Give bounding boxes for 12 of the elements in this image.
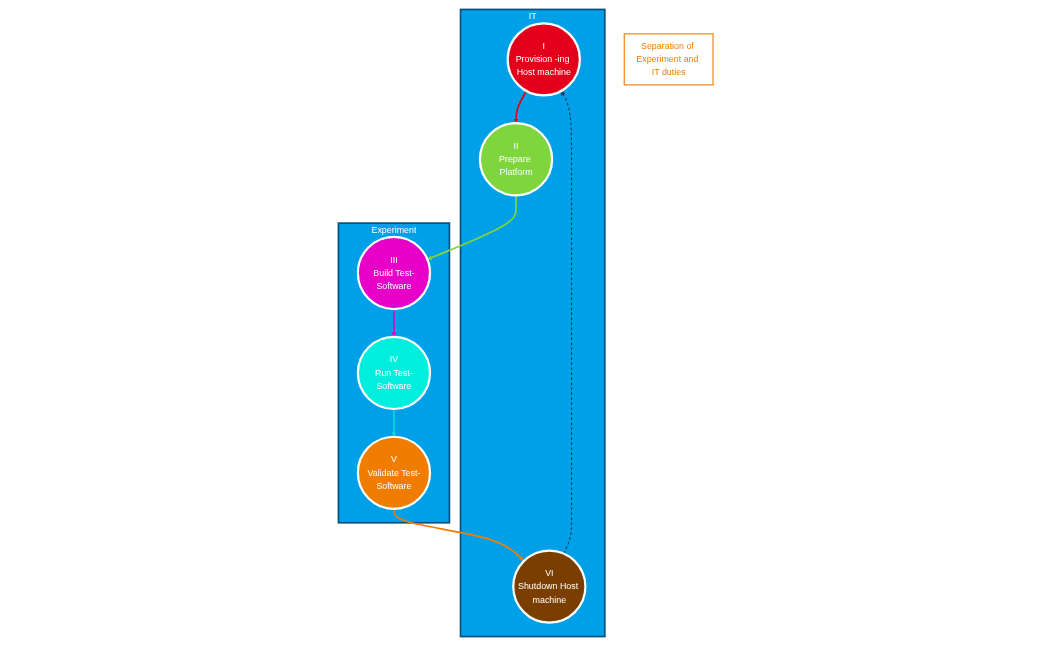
node-circle: III Build Test-Software — [356, 235, 431, 311]
arrow — [513, 90, 527, 124]
arrow — [391, 308, 397, 338]
arrow — [392, 508, 524, 562]
node-circle: I Provision -ing Host machine — [506, 22, 581, 97]
node-circle: VI Shutdown Host machine — [511, 549, 587, 624]
arrow — [560, 90, 572, 555]
node-circle: V Validate Test-Software — [356, 435, 431, 510]
node-circle: II Prepare Platform — [478, 122, 553, 197]
arrow — [391, 408, 397, 437]
node-box: Separation of Experiment and IT duties — [623, 33, 714, 86]
node-circle: IV Run Test-Software — [356, 335, 431, 411]
